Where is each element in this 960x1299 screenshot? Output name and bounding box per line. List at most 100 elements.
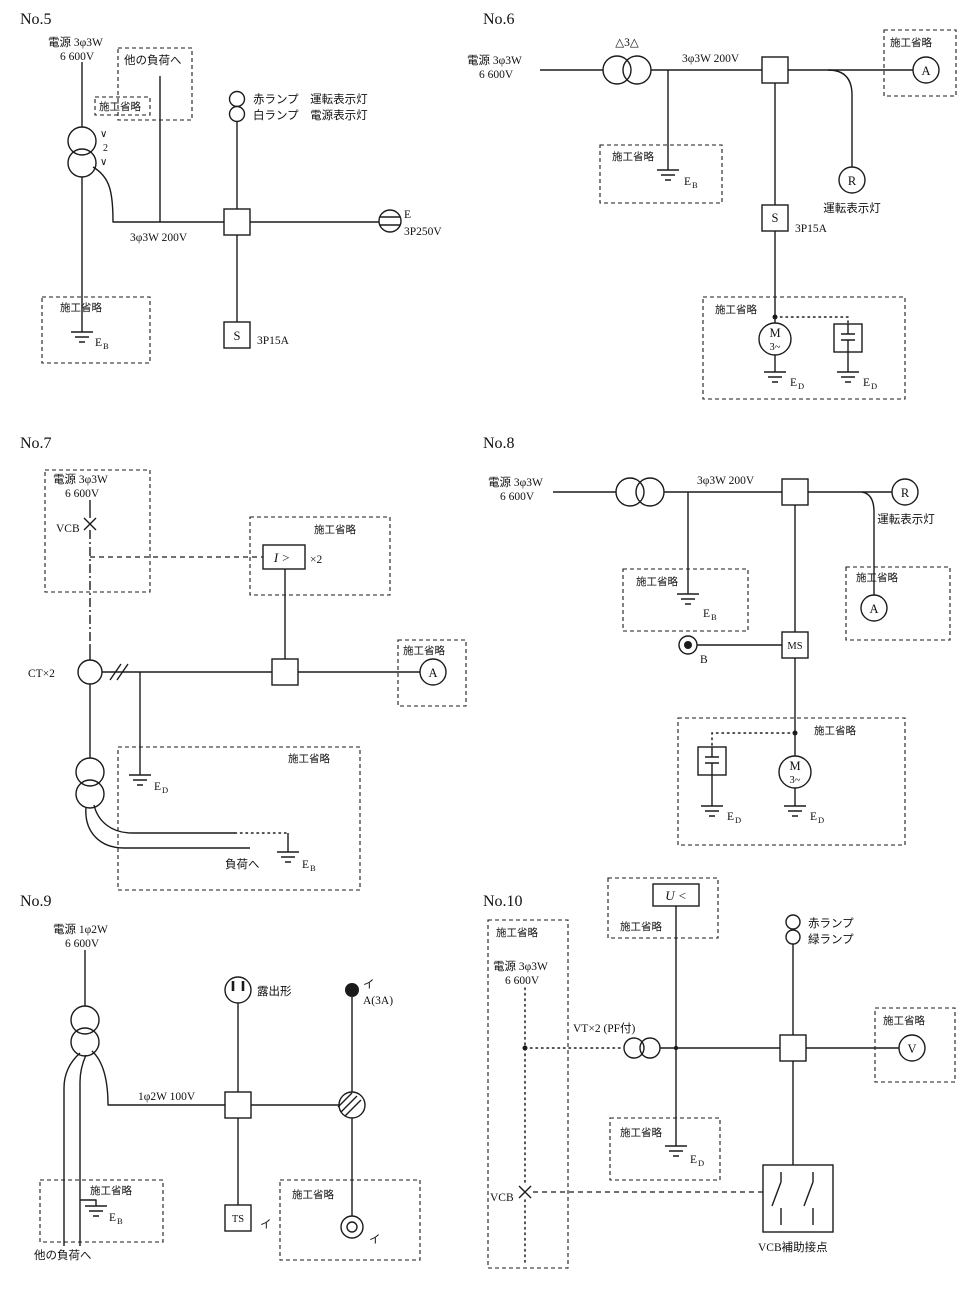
ground-symbol: [656, 169, 680, 181]
omission-box: [94, 96, 151, 116]
overcurrent-relay-letter: I >: [273, 550, 290, 565]
junction-box: [224, 1091, 252, 1119]
wires: [63, 950, 353, 1246]
ground-label-e: E: [810, 811, 817, 823]
diagram-no10: No.10 U < 施工省略 赤ランプ 緑ランプ 施工省略 電源 3φ3W 6 …: [483, 877, 956, 1269]
junction-box: [781, 478, 809, 506]
transformer-symbol: [602, 55, 652, 85]
ground-label-e: E: [703, 608, 710, 620]
wires: [81, 62, 379, 332]
omission-box: [599, 144, 723, 204]
junction-box: [761, 56, 789, 84]
omission-label: 施工省略: [288, 752, 330, 765]
outlet-symbol: [378, 209, 402, 233]
omission-box: [883, 29, 957, 97]
omission-box: [279, 1179, 421, 1261]
vt-label: VT×2 (PF付): [573, 1022, 636, 1035]
time-switch-label: TS: [232, 1214, 244, 1225]
outlet-earth-label: E: [404, 209, 411, 221]
omission-label: 施工省略: [856, 571, 898, 584]
white-lamp-symbol: [228, 105, 246, 123]
source-label: 電源 3φ3W: [467, 53, 522, 67]
ground-label-sub: B: [103, 341, 109, 351]
ground-symbol: [836, 371, 860, 383]
ground-label-sub: D: [698, 1158, 704, 1168]
motor-letter: M: [789, 759, 800, 773]
auto-switch-symbol: [345, 983, 359, 997]
omission-label: 施工省略: [99, 100, 141, 113]
magnetic-switch-label: MS: [787, 641, 802, 652]
omission-label: 施工省略: [60, 301, 102, 314]
omission-label: 施工省略: [612, 150, 654, 163]
omission-box: [41, 296, 151, 364]
omission-box: [39, 1179, 164, 1243]
vcb-symbol: [83, 517, 97, 531]
ammeter-letter: A: [428, 666, 437, 680]
pushbutton-symbol: [678, 635, 698, 655]
motor-phase: 3~: [790, 775, 801, 786]
omission-label: 施工省略: [814, 724, 856, 737]
other-loads-label: 他の負荷へ: [124, 54, 182, 67]
junction-dot: [673, 1045, 679, 1051]
ground-label-e: E: [790, 377, 797, 389]
time-switch-mark: イ: [260, 1219, 272, 1231]
ammeter-symbol: [912, 56, 940, 84]
ground-label-e: E: [302, 859, 309, 871]
ground-label-e: E: [684, 176, 691, 188]
ammeter-symbol: [419, 658, 447, 686]
ammeter-letter: A: [869, 602, 878, 616]
junction-dot: [792, 730, 798, 736]
capacitor-branch: [774, 316, 849, 325]
wires: [660, 906, 899, 1165]
switch-box: [761, 204, 789, 232]
auto-switch-rating: A(3A): [363, 995, 393, 1007]
vcb-label: VCB: [56, 523, 80, 535]
winding-mark: 2: [103, 143, 108, 154]
red-lamp-label: 赤ランプ 運転表示灯: [253, 92, 368, 106]
diagram-title: No.8: [483, 435, 515, 452]
omission-label: 施工省略: [496, 926, 538, 939]
switch-letter: S: [772, 211, 779, 225]
transformer-symbol: [75, 757, 105, 809]
ground-label-sub: B: [117, 1216, 123, 1226]
ground-symbol: [70, 331, 94, 343]
undervoltage-relay-box: [652, 883, 700, 907]
source-voltage: 6 600V: [500, 491, 535, 503]
diagram-no6: No.6 電源 3φ3W 6 600V △3△ 3φ3W 200V 施工省略 施…: [467, 11, 957, 400]
capacitor-symbol: [833, 323, 863, 353]
omission-box: [397, 639, 467, 707]
ground-label-sub: B: [310, 863, 316, 873]
junction-dot: [522, 1045, 528, 1051]
junction-box: [223, 208, 251, 236]
source-voltage: 6 600V: [65, 488, 100, 500]
bus-label: 3φ3W 200V: [130, 232, 188, 244]
omission-box: [845, 566, 951, 641]
diagram-no8: No.8 電源 3φ3W 6 600V 3φ3W 200V R 運転表示灯 施工…: [483, 435, 951, 846]
aux-contact-label: VCB補助接点: [758, 1240, 828, 1254]
source-label: 電源 3φ3W: [493, 959, 548, 973]
junction-box: [271, 658, 299, 686]
red-lamp-symbol: [228, 90, 246, 108]
wires: [85, 500, 420, 852]
omission-box: [609, 1117, 721, 1181]
vcb-symbol: [518, 1185, 532, 1199]
source-voltage: 6 600V: [65, 938, 100, 950]
omission-box: [622, 568, 749, 632]
ground-label-sub: D: [162, 785, 168, 795]
diagram-no9: No.9 電源 1φ2W 6 600V 露出形 イ A(3A) 1φ2W 100…: [20, 893, 421, 1262]
ground-label-sub: B: [692, 180, 698, 190]
omission-box: [702, 296, 906, 400]
transformer-symbol: [67, 126, 97, 178]
ground-label-e: E: [863, 377, 870, 389]
ground-leads: [774, 352, 849, 372]
vcb-label: VCB: [490, 1192, 514, 1204]
source-voltage: 6 600V: [60, 51, 95, 63]
motor-symbol: [778, 755, 812, 789]
voltmeter-symbol: [898, 1034, 926, 1062]
diagram-title: No.9: [20, 893, 52, 910]
omission-label: 施工省略: [292, 1188, 334, 1201]
omission-label: 施工省略: [890, 36, 932, 49]
overcurrent-relay-box: [262, 544, 306, 570]
red-lamp-symbol: [785, 914, 801, 930]
omission-label: 施工省略: [883, 1014, 925, 1027]
